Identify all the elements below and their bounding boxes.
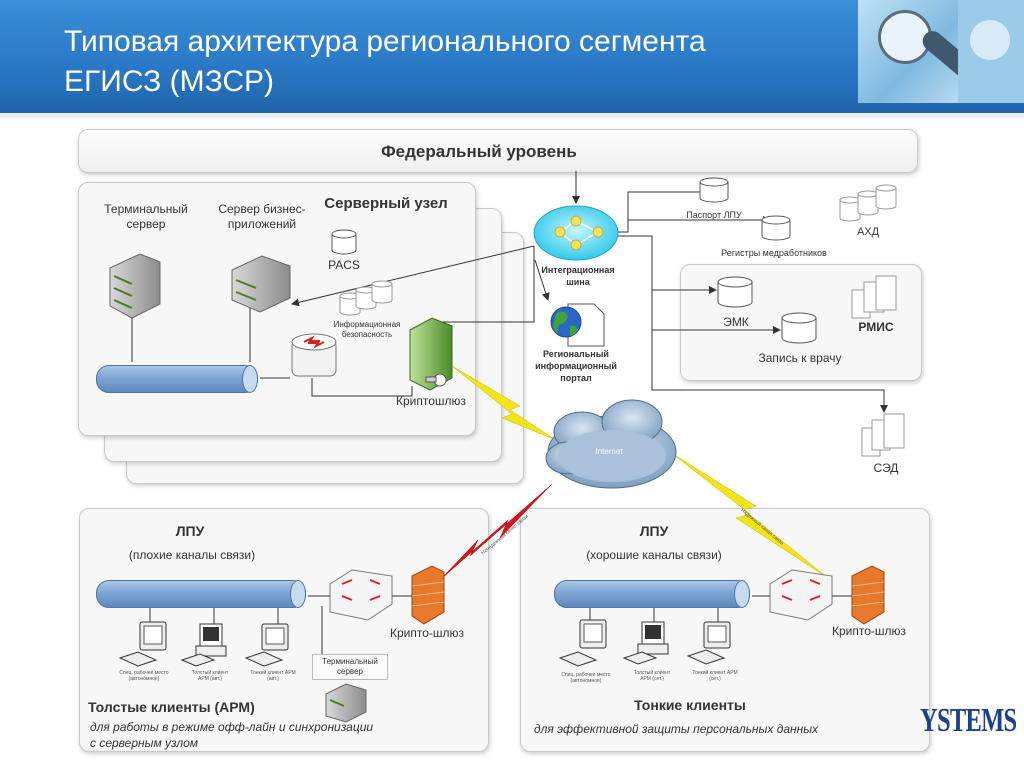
header-photo — [858, 0, 1024, 103]
registers-label: Регистры медработников — [721, 248, 827, 258]
lpu-left-client1-icon — [118, 621, 167, 667]
business-server-label: Сервер бизнес-приложений — [218, 202, 306, 231]
appointment-label: Запись к врачу — [758, 351, 842, 365]
ahd-label: АХД — [856, 226, 880, 238]
portal-label: Региональный информационный портал — [535, 349, 617, 383]
lpu-left-tube — [96, 580, 306, 608]
lpu-right-client2-label: Толстый клиент АРМ (сет.) — [633, 670, 671, 682]
rmis-db-icon — [851, 275, 897, 319]
lpu-left-note2: с серверным узлом — [90, 736, 199, 750]
lpu-left-title: ЛПУ — [175, 523, 205, 539]
integration-bus-icon — [533, 205, 619, 261]
lpu-right-title: ЛПУ — [639, 523, 669, 539]
internet-label: Internet — [595, 447, 623, 456]
registers-db-icon — [761, 215, 791, 241]
company-logo: YSTEMS — [920, 702, 1017, 739]
server-node-tube — [96, 365, 258, 393]
federal-level-box: Федеральный уровень — [78, 129, 918, 173]
cryptogateway-label: Криптошлюз — [395, 394, 467, 408]
lpu-right-subtitle: (хорошие каналы связи) — [586, 548, 722, 562]
lpu-right-switch-icon — [769, 569, 833, 621]
lpu-right-client3-icon — [686, 621, 731, 665]
rmis-label: РМИС — [858, 320, 894, 334]
emk-label: ЭМК — [723, 315, 749, 329]
passport-label: Паспорт ЛПУ — [686, 210, 742, 220]
lpu-left-firewall-icon — [411, 565, 445, 625]
lpu-left-terminal-server-icon — [325, 683, 367, 723]
pacs-db-icon — [331, 229, 357, 255]
crypto-gateway-icon — [409, 317, 453, 391]
lpu-right-client1-label: Спец. рабочее место (автономное) — [561, 672, 611, 684]
lpu-left-client2-label: Толстый клиент АРМ (авт.) — [191, 670, 229, 682]
emk-db-icon — [717, 276, 753, 308]
federal-level-label: Федеральный уровень — [381, 142, 577, 161]
sed-label: СЭД — [873, 461, 899, 475]
slide-title: Типовая архитектура регионального сегмен… — [64, 22, 824, 102]
lpu-left-subtitle: (плохие каналы связи) — [128, 548, 256, 562]
lpu-left-switch-icon — [329, 569, 393, 621]
internet-cloud-icon — [545, 399, 677, 489]
slide-title-line1: Типовая архитектура регионального сегмен… — [64, 25, 706, 58]
sed-db-icon — [861, 413, 905, 457]
lpu-right-crypto-label: Крипто-шлюз — [831, 624, 907, 638]
slide-title-line2: ЕГИСЗ (МЗСР) — [64, 65, 275, 98]
lpu-left-note1: для работы в режиме офф-лайн и синхрониз… — [90, 720, 374, 734]
ahd-db-icon — [839, 184, 897, 222]
lpu-right-client1-icon — [558, 619, 607, 667]
title-bar: Типовая архитектура регионального сегмен… — [0, 0, 1024, 118]
integration-bus-label: Интеграционная шина — [541, 265, 615, 287]
lpu-left-crypto-label: Крипто-шлюз — [389, 626, 465, 640]
lpu-left-client1-label: Спец. рабочее место (автономное) — [119, 670, 169, 682]
lpu-right-caption: Тонкие клиенты — [634, 697, 746, 713]
lpu-left-caption: Толстые клиенты (АРМ) — [88, 699, 255, 715]
router-icon — [291, 333, 337, 377]
lpu-right-client2-icon — [622, 621, 669, 665]
lpu-right-client3-label: Тонкий клиент АРМ (сет.) — [692, 670, 738, 682]
business-server-icon — [231, 255, 291, 313]
pacs-label: PACS — [328, 258, 360, 272]
lpu-left-client3-label: Тонкий клиент АРМ (авт.) — [250, 670, 296, 682]
appointment-db-icon — [781, 312, 817, 344]
server-node-title: Серверный узел — [324, 195, 448, 212]
infosec-db-icon — [339, 280, 393, 316]
portal-icon — [550, 303, 605, 347]
infosec-label: Информационная безопасность — [333, 320, 401, 339]
lpu-right-note: для эффективной защиты персональных данн… — [534, 722, 819, 736]
lpu-left-client3-icon — [244, 623, 289, 667]
lpu-right-tube — [554, 580, 750, 608]
passport-db-icon — [699, 177, 729, 203]
lpu-left-terminal-label: Терминальный сервер — [312, 654, 388, 680]
lpu-right-firewall-icon — [851, 565, 885, 625]
terminal-server-label: Терминальный сервер — [104, 202, 188, 231]
bad-link-bolt — [439, 483, 553, 581]
lpu-left-client2-icon — [180, 623, 227, 667]
terminal-server-icon — [109, 253, 161, 319]
